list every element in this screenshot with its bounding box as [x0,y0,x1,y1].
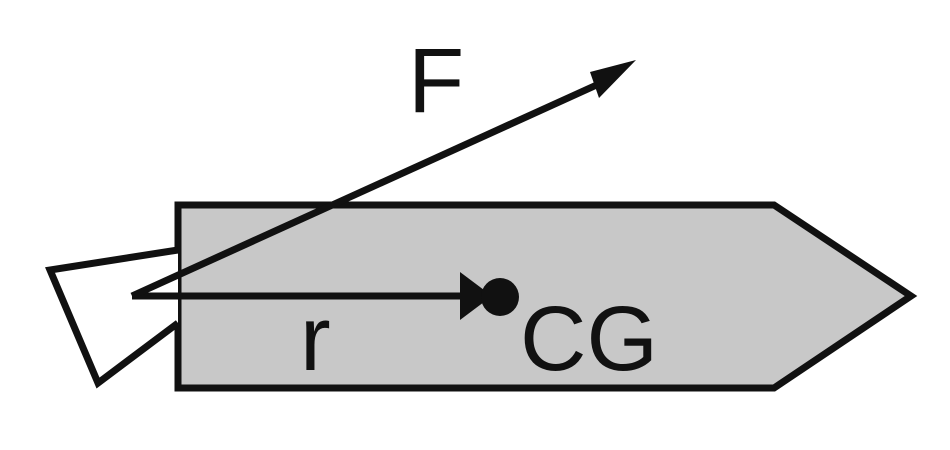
force-label: F [408,30,464,132]
radius-label: r [300,288,331,390]
center-of-gravity-label: CG [520,288,658,390]
rocket-body [174,201,918,392]
rocket-fin [45,246,181,389]
force-vector-arrowhead [590,60,636,98]
force-vector-arrow [130,74,614,300]
center-of-gravity-dot [481,278,519,316]
r-vector-arrowhead [460,272,492,320]
